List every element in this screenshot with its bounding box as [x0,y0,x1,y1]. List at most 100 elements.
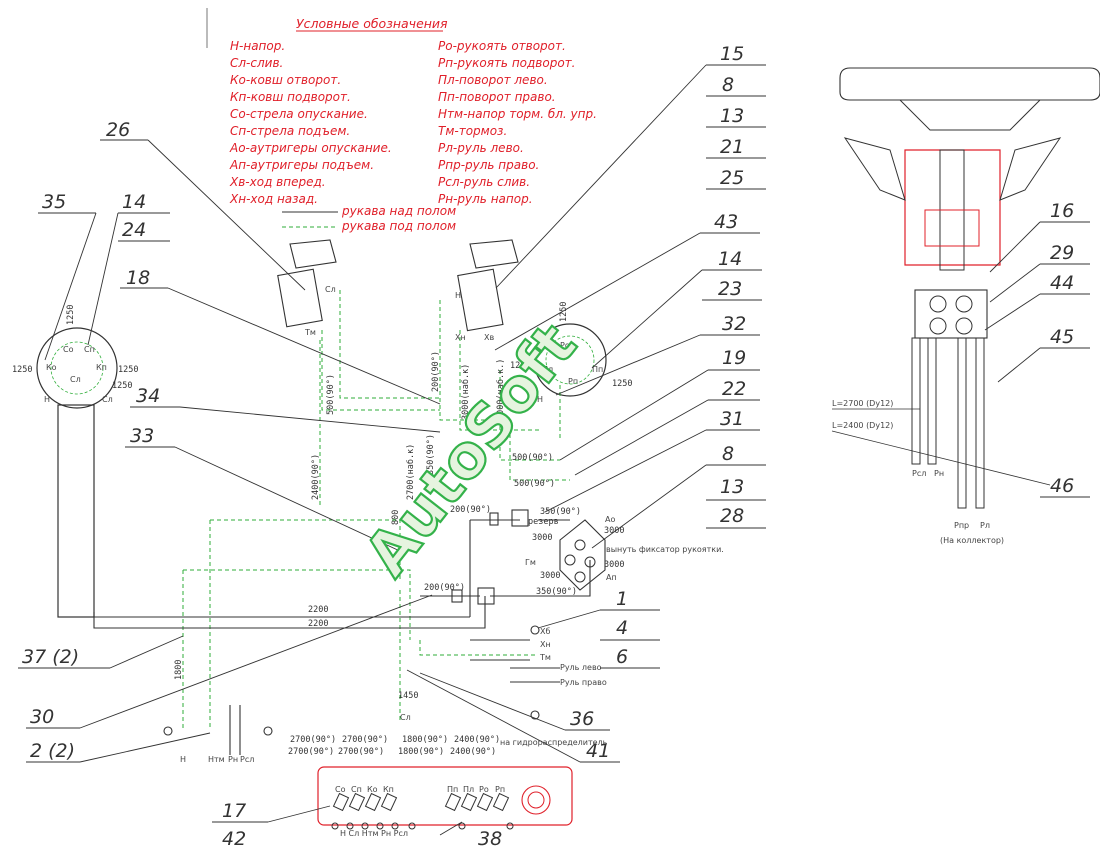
port-label: Со [63,345,74,354]
watermark-logo: AutoSoft [352,311,591,589]
port-label: Гм [525,558,536,567]
callout: 4 [616,617,628,639]
callout: 32 [722,313,746,335]
dimension-label: 500(90°) [514,479,555,489]
right-panel-inner [545,335,595,385]
legend-title: Условные обозначения [296,16,448,31]
legend: Условные обозначения Н-напор. Сл-слив. К… [206,8,597,233]
callout: 8 [722,74,734,96]
port-label: Хб [540,627,550,636]
callout: 38 [478,828,502,850]
callout: 2 (2) [30,740,75,762]
port-label: Ао [605,515,615,524]
legend-left-item: Сп-стрела подъем. [230,124,350,138]
legend-right-item: Рл-руль лево. [438,141,524,155]
dimension-label: 1250 [66,305,76,325]
dimension-label: 2400(90°) [311,454,321,500]
port-label: Рсл [240,755,254,764]
dimension-label: 350(90°) [536,587,577,597]
callout: 19 [722,347,746,369]
dimension-label: 3000 [532,533,552,543]
dimension-label: 200(90°) [424,583,465,593]
callout: 28 [720,505,744,527]
port-label: Н [44,395,50,404]
dimension-label: 1250 [559,302,569,322]
legend-right-item: Пл-поворот лево. [438,73,548,87]
pedal-valve-left: Тм Сл [277,239,337,337]
leader-lines [18,64,1090,836]
callout: 43 [714,211,738,233]
port-label: Сл [102,395,113,404]
callout: 13 [720,476,744,498]
dimension-label: 3000 [604,526,624,536]
dimension-label: 1250 [612,379,632,389]
port-label: Рсл [912,469,926,478]
legend-right-item: Рп-рукоять подворот. [438,56,575,70]
note-label: (На коллектор) [940,536,1004,545]
dimension-label: 1800 [174,660,184,680]
legend-left-item: Кп-ковш подворот. [230,90,351,104]
port-label: Ро [560,341,570,350]
callout: 44 [1050,272,1074,294]
callout: 46 [1050,475,1074,497]
hose-dimensions: 500(90°) 2400(90°) 200(90°) 3000(наб.к) … [174,351,607,764]
port-label: Пп [447,785,458,794]
port-label: Нтм [208,755,225,764]
dimension-label: L=2700 (Dу12) [832,399,893,408]
callout: 17 [222,800,246,822]
dimension-label: 2200 [308,605,328,615]
dimension-label: 2200 [308,619,328,629]
dimension-label: 2700(90°) [338,747,384,757]
legend-solid-label: рукава над полом [341,204,456,218]
port-label: Рн [934,469,944,478]
callout: 8 [722,443,734,465]
bottom-distributor-panel: Со Сп Ко Кп Пп Пл Ро Рп Н Сл Нтм Рн Рсл … [288,735,608,838]
legend-right-item: Рсл-руль слив. [438,175,530,189]
port-label: Н [537,395,543,404]
callout: 21 [720,136,744,158]
legend-left-item: Сл-слив. [230,56,283,70]
port-label: Тм [304,328,316,337]
port-label: Ро [479,785,489,794]
port-label: Рн [228,755,238,764]
port-label: Сл [400,713,411,722]
legend-left-item: Хн-ход назад. [229,192,318,206]
callout: 36 [570,708,594,730]
column-housing [904,149,1001,266]
left-panel-inner [50,341,104,395]
port-label: Рл [980,521,990,530]
dimension-label: 2700(90°) [342,735,388,745]
hoses-above-floor [58,519,591,683]
steering-column-view: L=2700 (Dу12) L=2400 (Dу12) Рсл Рн Рпр Р… [831,67,1100,545]
dimension-label: резерв [528,517,559,527]
legend-right-item: Рпр-руль право. [438,158,539,172]
dimension-label: 350(90°) [540,507,581,517]
dimension-label: 500(90°) [512,453,553,463]
legend-right-item: Тм-тормоз. [438,124,507,138]
port-label: Кп [383,785,394,794]
callout: 18 [126,267,150,289]
port-label: Рп [568,377,578,386]
right-panel-ring [533,323,607,397]
legend-left-item: Хв-ход вперед. [229,175,326,189]
fittings [163,509,540,755]
port-label: Н [180,755,186,764]
dimension-label: 500(90°) [326,374,336,415]
callout: 33 [130,425,154,447]
callout: 34 [136,385,160,407]
callout: 14 [122,191,146,213]
callout: 26 [106,119,130,141]
legend-left-column: Н-напор. Сл-слив. Ко-ковш отворот. Кп-ко… [229,39,392,206]
port-label: Ко [46,363,57,372]
port-label: Сп [84,345,95,354]
callout-numbers: 26 18 35 14 24 34 33 37 (2) 30 2 (2) 17 … [22,43,1074,850]
legend-right-item: Пп-поворот право. [438,90,556,104]
port-label: Пл [542,365,553,374]
port-label: Со [335,785,346,794]
legend-right-item: Нтм-напор торм. бл. упр. [438,107,597,121]
legend-left-item: Н-напор. [230,39,285,53]
dimension-label: 1250 [12,365,32,375]
dimension-label: 2700(90°) [288,747,334,757]
dimension-label: 1450 [398,691,418,701]
